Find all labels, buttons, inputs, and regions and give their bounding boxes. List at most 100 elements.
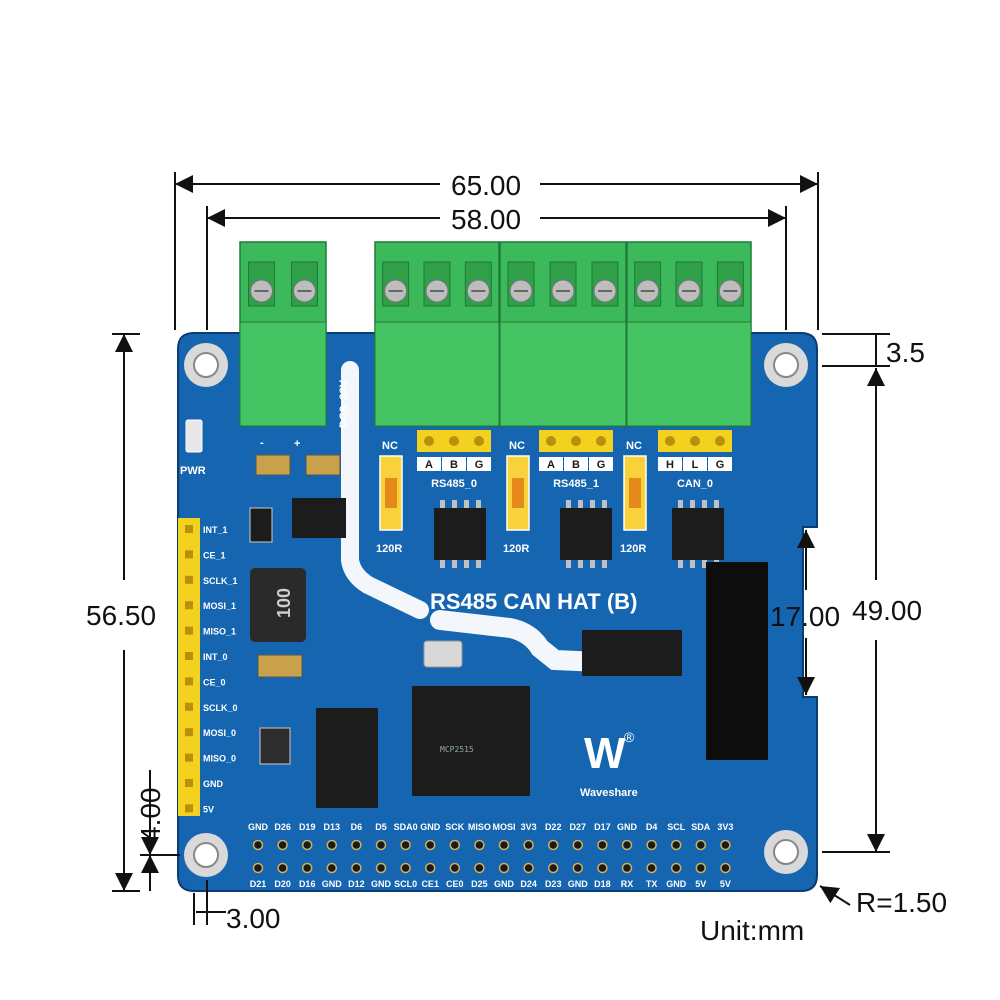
pin-label: A xyxy=(425,459,433,471)
gpio-pin xyxy=(646,862,657,874)
gpio-bottom-label: D12 xyxy=(348,879,365,889)
gpio-pin xyxy=(597,839,608,851)
capacitor xyxy=(255,454,291,476)
silk-stripe xyxy=(430,610,610,672)
gpio-pin xyxy=(523,862,534,874)
pin-label-box xyxy=(708,457,732,471)
pin-label: G xyxy=(716,459,725,471)
screw-terminal xyxy=(499,241,627,427)
gpio-pin xyxy=(498,862,510,874)
dim-width-overall: 65.00 xyxy=(451,170,521,201)
mounting-hole-br xyxy=(764,830,808,874)
pin-label: B xyxy=(450,459,458,471)
waveshare-logo: W ® Waveshare xyxy=(580,729,638,799)
pwr-led xyxy=(185,419,203,453)
gpio-top-label: D4 xyxy=(646,822,658,832)
gpio-pin xyxy=(572,862,584,874)
gpio-bottom-label: D18 xyxy=(594,879,611,889)
header-label: MOSI_1 xyxy=(203,601,236,611)
gpio-bottom-label: D24 xyxy=(520,879,537,889)
gpio-top-label: SCK xyxy=(445,822,465,832)
gpio-top-label: D6 xyxy=(351,822,363,832)
small-switch xyxy=(259,727,291,765)
gpio-top-label: MISO xyxy=(468,822,491,832)
gpio-pin xyxy=(449,862,461,874)
gpio-top-label: D13 xyxy=(324,822,341,832)
screw-terminal xyxy=(626,241,752,427)
dim-height-overall: 56.50 xyxy=(86,600,156,631)
mounting-hole-tl xyxy=(184,343,228,387)
gpio-top-label: D5 xyxy=(375,822,387,832)
pin-label-box xyxy=(564,457,588,471)
transceiver-chip xyxy=(672,508,724,560)
power-regulator-chip xyxy=(292,498,346,538)
gpio-top-label: D27 xyxy=(570,822,587,832)
gpio-bottom-label: D16 xyxy=(299,879,316,889)
nc-label: NC xyxy=(626,440,642,452)
uart-chip xyxy=(316,708,378,808)
gpio-bottom-label: GND xyxy=(666,879,687,889)
transceiver-chip xyxy=(434,508,486,560)
gpio-top-label: MOSI xyxy=(492,822,515,832)
gpio-pin xyxy=(621,862,633,874)
gpio-pin xyxy=(695,839,707,851)
dimension-annotations xyxy=(112,172,890,925)
header-label: SCLK_0 xyxy=(203,703,238,713)
dim-height-holes: 49.00 xyxy=(852,595,922,626)
gpio-pin xyxy=(523,839,534,851)
gpio-pin xyxy=(326,839,338,851)
silk-stripe xyxy=(341,361,429,619)
gpio-pin xyxy=(277,862,288,874)
unit-label: Unit:mm xyxy=(700,915,804,946)
pin-label-box xyxy=(417,457,441,471)
header-label: INT_1 xyxy=(203,525,228,535)
mounting-hole-tr xyxy=(764,343,808,387)
gpio-pin xyxy=(252,839,264,851)
gpio-pin xyxy=(375,839,387,851)
gpio-bottom-label: D21 xyxy=(250,879,267,889)
gpio-bottom-label: 5V xyxy=(720,879,731,889)
gpio-bottom-label: SCL0 xyxy=(394,879,417,889)
gpio-bottom-label: 5V xyxy=(695,879,706,889)
pin-label: A xyxy=(547,459,555,471)
pin-label-box xyxy=(539,457,563,471)
gpio-pin xyxy=(301,839,313,851)
header-pin xyxy=(185,525,193,533)
gpio-pin xyxy=(474,839,485,851)
header-pin xyxy=(185,779,193,787)
gpio-bottom-label: RX xyxy=(621,879,634,889)
gpio-pin xyxy=(474,862,485,874)
screw-terminal xyxy=(239,241,327,427)
header-pin xyxy=(185,626,193,635)
pwr-label: PWR xyxy=(180,465,206,477)
dim-corner-radius: R=1.50 xyxy=(856,887,947,918)
header-label: GND xyxy=(203,779,224,789)
gpio-top-label: 3V3 xyxy=(717,822,733,832)
header-pin xyxy=(185,601,193,610)
screw-terminal xyxy=(374,241,500,427)
pcb-board: PWR DC8~28V - + 100 INT_1CE_1SCLK_1MOSI_… xyxy=(177,332,818,892)
svg-text:®: ® xyxy=(624,729,635,745)
diode xyxy=(249,507,273,543)
gpio-top-label: D26 xyxy=(274,822,291,832)
gpio-pin xyxy=(720,862,731,874)
gpio-bottom-label: D23 xyxy=(545,879,562,889)
header-label: CE_1 xyxy=(203,550,226,560)
header-label: 5V xyxy=(203,804,214,814)
gpio-bottom-label: GND xyxy=(322,879,343,889)
brand-label: Waveshare xyxy=(580,787,638,799)
crystal-oscillator xyxy=(423,640,463,668)
gpio-pin xyxy=(424,862,436,874)
gpio-top-label: 3V3 xyxy=(521,822,537,832)
polarity-minus-label: - xyxy=(260,437,264,449)
gpio-pin xyxy=(597,862,608,874)
channel-name: RS485_0 xyxy=(431,478,477,490)
dim-top-offset: 3.5 xyxy=(886,337,925,368)
gpio-bottom-label: GND xyxy=(568,879,589,889)
gpio-pin xyxy=(449,839,461,851)
nc-label: NC xyxy=(382,440,398,452)
pin-label: B xyxy=(572,459,580,471)
